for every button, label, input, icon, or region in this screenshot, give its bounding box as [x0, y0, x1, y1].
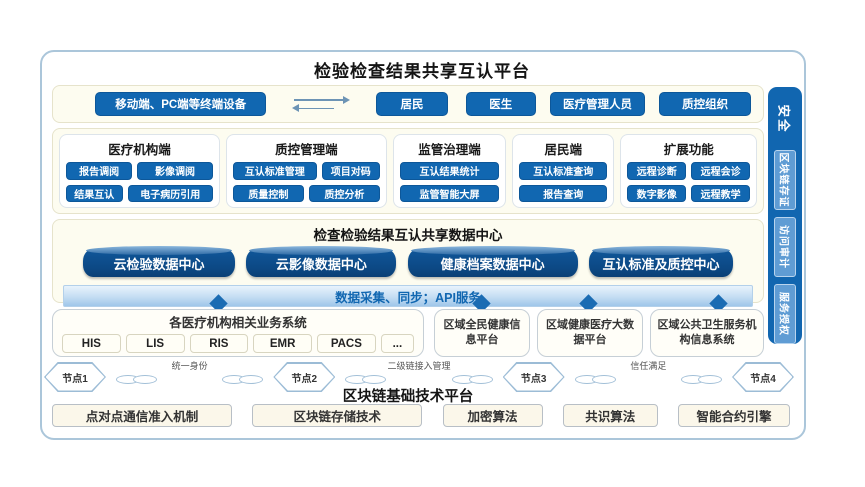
arrow-right-icon — [294, 96, 351, 103]
regional-public-health-system: 区域公共卫生服务机构信息系统 — [650, 309, 764, 357]
data-center-panel: 检查检验结果互认共享数据中心 云检验数据中心 云影像数据中心 健康档案数据中心 … — [52, 219, 764, 307]
user-role-resident: 居民 — [376, 92, 448, 116]
portal-item: 电子病历引用 — [127, 184, 213, 202]
portal-item: 质控分析 — [308, 184, 380, 202]
portal-item: 项目对码 — [321, 162, 380, 180]
arrow-left-icon — [292, 104, 335, 111]
data-center-title: 检查检验结果互认共享数据中心 — [313, 228, 503, 243]
system-chip-more: ... — [380, 334, 414, 353]
terminals-panel: 移动端、PC端等终端设备 居民 医生 医疗管理人员 质控组织 — [52, 85, 764, 123]
portal-title: 居民端 — [544, 143, 582, 157]
security-item-service-auth: 服务授权 — [774, 284, 796, 344]
portal-title: 监管治理端 — [418, 143, 481, 157]
user-role-qc-org: 质控组织 — [659, 92, 751, 116]
chain-label: 二级链接入管理 — [387, 361, 451, 371]
chain-segment: 信任满足 — [565, 361, 732, 393]
portal-item: 互认标准查询 — [519, 162, 608, 180]
portal-item: 报告调阅 — [66, 162, 133, 180]
data-stores-row: 云检验数据中心 云影像数据中心 健康档案数据中心 互认标准及质控中心 — [63, 246, 753, 277]
component-smart-contract: 智能合约引擎 — [678, 404, 790, 427]
hospital-systems-box: 各医疗机构相关业务系统 HIS LIS RIS EMR PACS ... — [52, 309, 424, 357]
security-item-blockchain-evidence: 区块链存证 — [774, 150, 796, 210]
portal-item: 互认标准管理 — [232, 162, 317, 180]
chain-links-icon — [345, 375, 493, 384]
component-p2p-access: 点对点通信准入机制 — [52, 404, 232, 427]
portal-medical-institution: 医疗机构端 报告调阅 影像调阅 结果互认 电子病历引用 — [59, 134, 220, 208]
blockchain-components-row: 点对点通信准入机制 区块链存储技术 加密算法 共识算法 智能合约引擎 — [52, 404, 790, 427]
portal-item: 报告查询 — [519, 184, 608, 202]
portals-panel: 医疗机构端 报告调阅 影像调阅 结果互认 电子病历引用 质控管理端 互认标准管理… — [52, 128, 764, 214]
node-1: 节点1 — [44, 362, 106, 392]
portal-supervision: 监管治理端 互认结果统计 监管智能大屏 — [392, 134, 507, 208]
system-chip-pacs: PACS — [317, 334, 376, 353]
portal-item: 影像调阅 — [137, 162, 213, 180]
node-4: 节点4 — [731, 362, 794, 392]
portal-item: 互认结果统计 — [399, 162, 500, 180]
regional-bigdata-platform: 区域健康医疗大数据平台 — [537, 309, 643, 357]
portal-item: 质量控制 — [232, 184, 304, 202]
chain-segment: 统一身份 — [106, 361, 273, 393]
system-chip-ris: RIS — [189, 334, 249, 353]
portal-item: 远程会诊 — [691, 162, 751, 180]
user-role-doctor: 医生 — [465, 92, 536, 116]
portal-title: 扩展功能 — [663, 143, 714, 157]
chain-links-icon — [116, 375, 264, 384]
portal-item: 远程教学 — [691, 184, 751, 202]
chain-label: 统一身份 — [171, 361, 208, 371]
security-item-access-audit: 访问审计 — [774, 217, 796, 277]
portal-qc-management: 质控管理端 互认标准管理 项目对码 质量控制 质控分析 — [225, 134, 387, 208]
device-box: 移动端、PC端等终端设备 — [95, 92, 267, 116]
hospital-systems-title: 各医疗机构相关业务系统 — [169, 316, 307, 330]
chain-segment: 二级链接入管理 — [335, 361, 502, 393]
component-encryption: 加密算法 — [442, 404, 543, 427]
bidirectional-arrows-icon — [292, 96, 356, 111]
portal-item: 监管智能大屏 — [399, 184, 500, 202]
portal-item: 数字影像 — [627, 184, 687, 202]
security-title: 安全 — [776, 104, 791, 134]
blockchain-platform-title: 区块链基础技术平台 — [342, 389, 474, 405]
node-3: 节点3 — [502, 362, 565, 392]
hospital-systems-chips: HIS LIS RIS EMR PACS ... — [62, 334, 414, 353]
security-sidebar: 安全 区块链存证 访问审计 服务授权 — [768, 87, 802, 344]
blockchain-nodes-row: 节点1 统一身份 节点2 二级链接入管理 节点3 信任满足 — [44, 361, 794, 393]
portal-title: 医疗机构端 — [108, 143, 171, 157]
portal-resident: 居民端 互认标准查询 报告查询 — [512, 134, 615, 208]
cylinder-imaging-data-center: 云影像数据中心 — [246, 246, 397, 277]
node-2: 节点2 — [273, 362, 336, 392]
portal-item: 结果互认 — [66, 184, 123, 202]
page-title: 检验检查结果共享互认平台 — [314, 62, 530, 81]
api-service-bar: 数据采集、同步；API服务 — [63, 285, 753, 307]
portal-extensions: 扩展功能 远程诊断 远程会诊 数字影像 远程教学 — [620, 134, 757, 208]
system-chip-emr: EMR — [253, 334, 312, 353]
cylinder-lab-data-center: 云检验数据中心 — [83, 246, 235, 277]
chain-links-icon — [574, 375, 722, 384]
cylinder-health-record-center: 健康档案数据中心 — [407, 246, 578, 277]
portal-title: 质控管理端 — [275, 143, 338, 157]
regional-health-info-platform: 区域全民健康信息平台 — [434, 309, 530, 357]
cylinder-standard-qc-center: 互认标准及质控中心 — [588, 246, 733, 277]
user-role-medical-manager: 医疗管理人员 — [549, 92, 646, 116]
system-chip-his: HIS — [62, 334, 121, 353]
portal-item: 远程诊断 — [627, 162, 687, 180]
component-consensus: 共识算法 — [562, 404, 658, 427]
component-storage: 区块链存储技术 — [252, 404, 423, 427]
system-chip-lis: LIS — [125, 334, 185, 353]
chain-label: 信任满足 — [630, 361, 667, 371]
